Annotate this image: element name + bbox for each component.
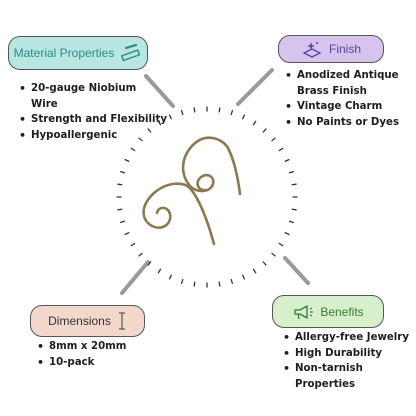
dotted-ring [116,106,298,288]
ring-dot [157,268,162,274]
list-item: Strength and Flexibility [18,112,167,128]
ring-dot [180,109,184,116]
ear-wire-right [181,136,230,193]
ring-dot [230,109,234,116]
finish-title: Finish [328,42,361,56]
ear-wire-hooks [142,136,242,246]
sparkle-surface-icon [301,40,323,58]
benefits-header: Benefits [272,295,384,328]
ring-dot [130,242,136,247]
list-item: 10-pack [36,355,126,371]
ring-dot [119,170,126,174]
ring-dot [147,261,152,266]
ring-dot [278,242,284,247]
list-item-continuation: Brass Finish [297,85,367,97]
ring-dot [180,278,184,285]
ring-dot [138,252,143,257]
ear-wire-left [142,182,192,229]
ring-dot [242,274,246,280]
ring-dot [284,158,290,162]
dimensions-header: Dimensions [30,305,145,337]
list-item: No Paints or Dyes [284,115,399,131]
dimensions-list: 8mm x 20mm 10-pack [36,339,126,370]
vertical-measure-icon [117,311,127,331]
ring-dot [218,107,221,113]
ring-dot [124,158,130,162]
ring-dot [262,261,267,266]
finish-header: Finish [278,35,384,63]
list-item: Non-tarnish [282,361,409,377]
ring-dot [291,183,297,186]
ring-dot [119,220,126,224]
ring-dot [271,137,276,142]
ring-dot [168,114,172,120]
ring-dot [291,208,297,211]
ring-dot [124,232,130,236]
connector-line-benefits [283,256,310,285]
ring-dot [252,268,257,274]
ring-dot [284,232,290,236]
list-item: 8mm x 20mm [36,339,126,355]
ear-wire-right-tail [226,146,242,196]
list-item: Allergy-free Jewelry [282,330,409,346]
finish-list: Anodized Antique Brass Finish Vintage Ch… [284,68,399,130]
ring-dot [262,128,267,133]
ring-dot [130,147,136,152]
benefits-title: Benefits [320,304,364,319]
ring-dot [193,281,196,287]
ruler-pencil-icon [120,44,142,62]
material-properties-header: Material Properties [8,36,148,70]
ring-dot [288,220,295,224]
ring-dot [218,281,221,287]
ring-dot [278,147,284,152]
ring-dot [230,278,234,285]
connector-line-dimensions [120,260,150,295]
ring-dot [168,274,172,280]
megaphone-icon [292,303,314,321]
ring-dot [271,252,276,257]
ring-dot [252,120,257,126]
list-item: Vintage Charm [284,99,399,115]
list-item-continuation: Properties [295,378,356,390]
material-properties-list: 20-gauge Niobium Wire Strength and Flexi… [18,81,167,143]
list-item: Anodized Antique [284,68,399,84]
ear-wire-left-tail [188,186,216,246]
ring-dot [117,208,123,211]
dimensions-title: Dimensions [48,314,111,328]
list-item: High Durability [282,346,409,362]
list-item: 20-gauge Niobium [18,81,167,97]
material-properties-title: Material Properties [13,46,115,60]
ring-dot [117,183,123,186]
connector-line-finish [236,68,274,106]
ring-dot [193,107,196,113]
list-item: Hypoallergenic [18,128,167,144]
ring-dot [288,170,295,174]
benefits-list: Allergy-free Jewelry High Durability Non… [282,330,409,392]
list-item-continuation: Wire [31,98,58,110]
ring-dot [242,114,246,120]
